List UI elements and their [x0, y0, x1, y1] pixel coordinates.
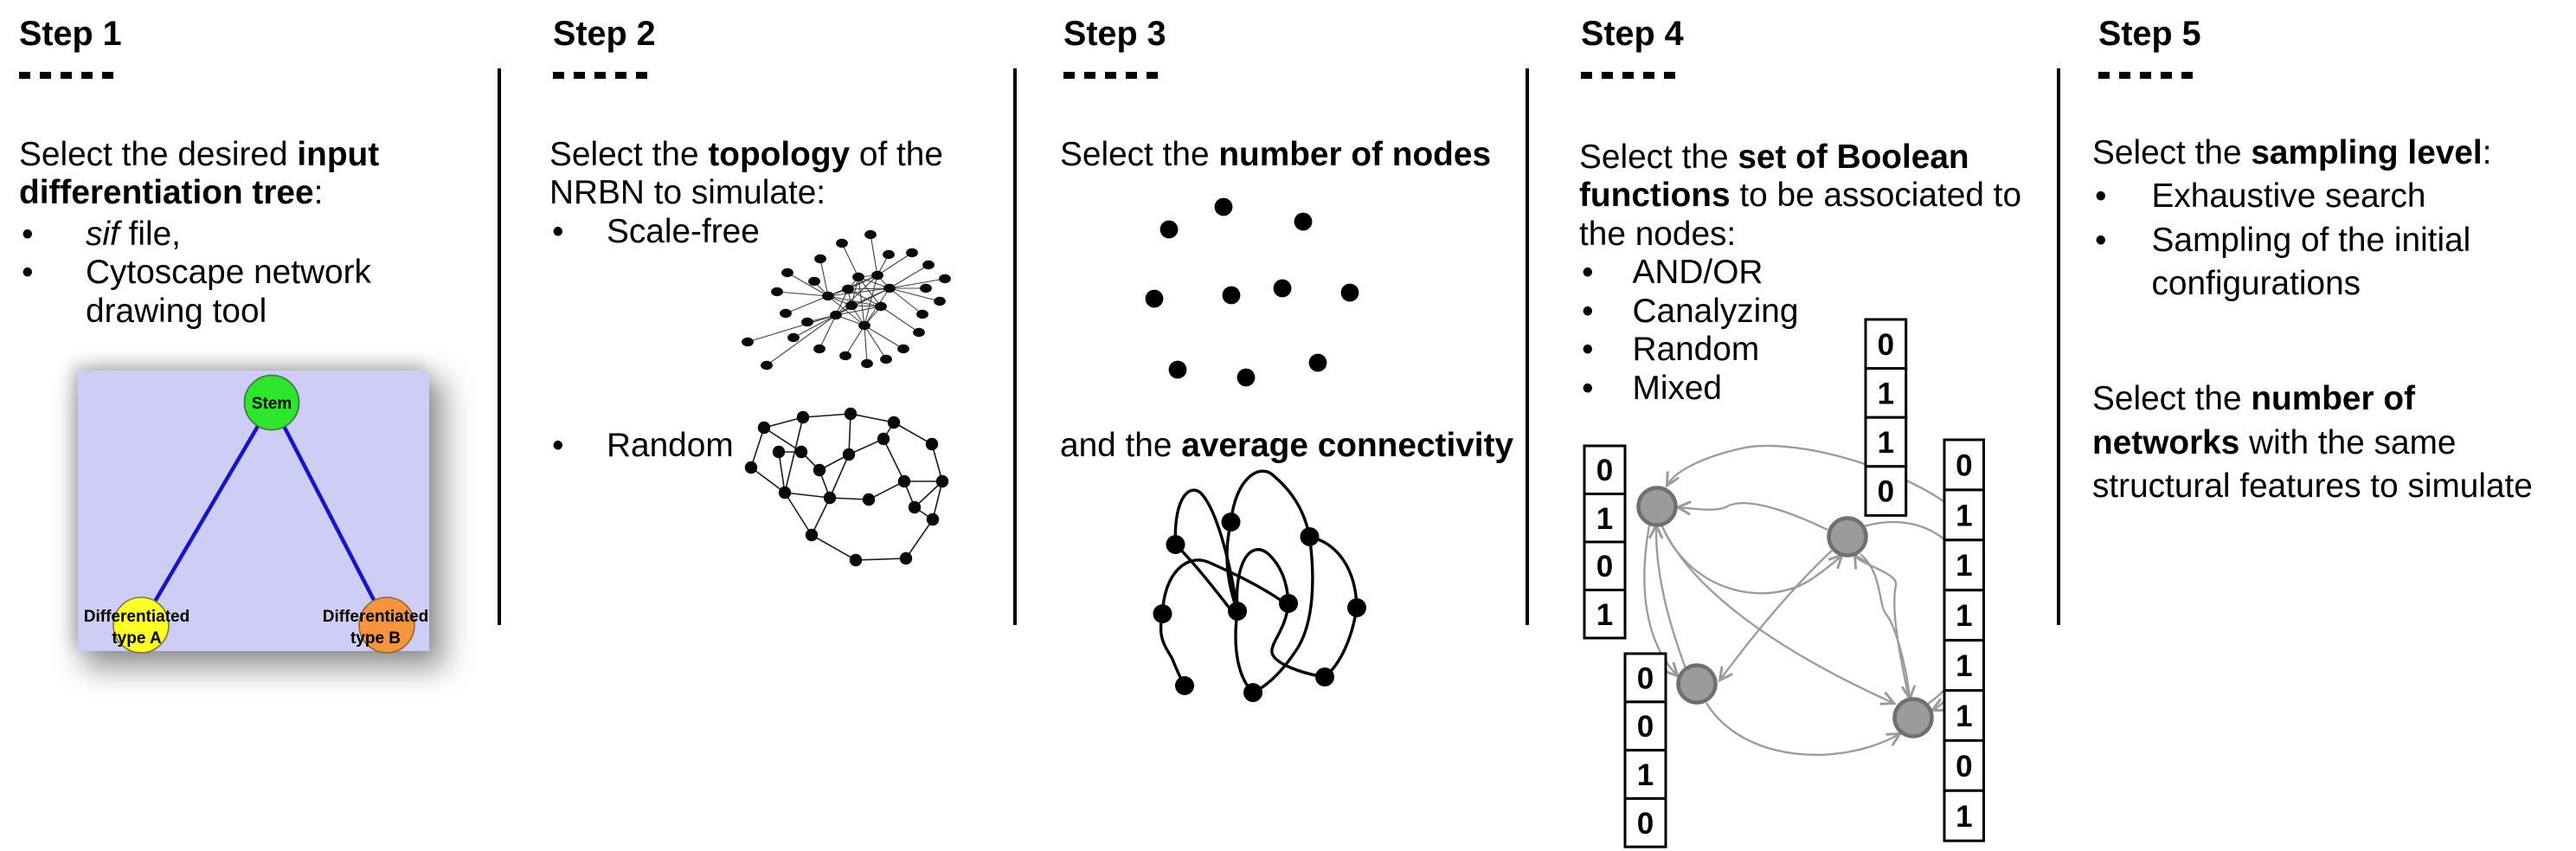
svg-text:1: 1 [1956, 699, 1972, 733]
svg-text:Differentiated: Differentiated [84, 608, 190, 626]
svg-text:1: 1 [1878, 426, 1894, 460]
svg-text:type B: type B [350, 629, 401, 648]
svg-text:0: 0 [1878, 475, 1894, 509]
svg-text:0: 0 [1637, 807, 1654, 841]
svg-text:0: 0 [1637, 710, 1654, 744]
svg-text:1: 1 [1637, 758, 1654, 792]
svg-text:1: 1 [1956, 649, 1972, 683]
svg-text:Stem: Stem [252, 395, 292, 413]
svg-text:0: 0 [1637, 661, 1654, 695]
svg-text:1: 1 [1878, 377, 1894, 410]
svg-text:Differentiated: Differentiated [323, 608, 428, 626]
svg-text:1: 1 [1956, 499, 1972, 532]
svg-text:0: 0 [1956, 448, 1972, 482]
svg-text:0: 0 [1878, 328, 1894, 362]
svg-text:1: 1 [1956, 549, 1972, 583]
svg-text:1: 1 [1596, 598, 1613, 632]
svg-text:type A: type A [112, 629, 162, 648]
svg-text:1: 1 [1956, 800, 1972, 834]
svg-text:1: 1 [1596, 502, 1613, 536]
svg-text:1: 1 [1956, 599, 1972, 633]
svg-text:0: 0 [1956, 750, 1972, 783]
svg-text:0: 0 [1596, 550, 1613, 583]
svg-text:0: 0 [1596, 454, 1613, 487]
